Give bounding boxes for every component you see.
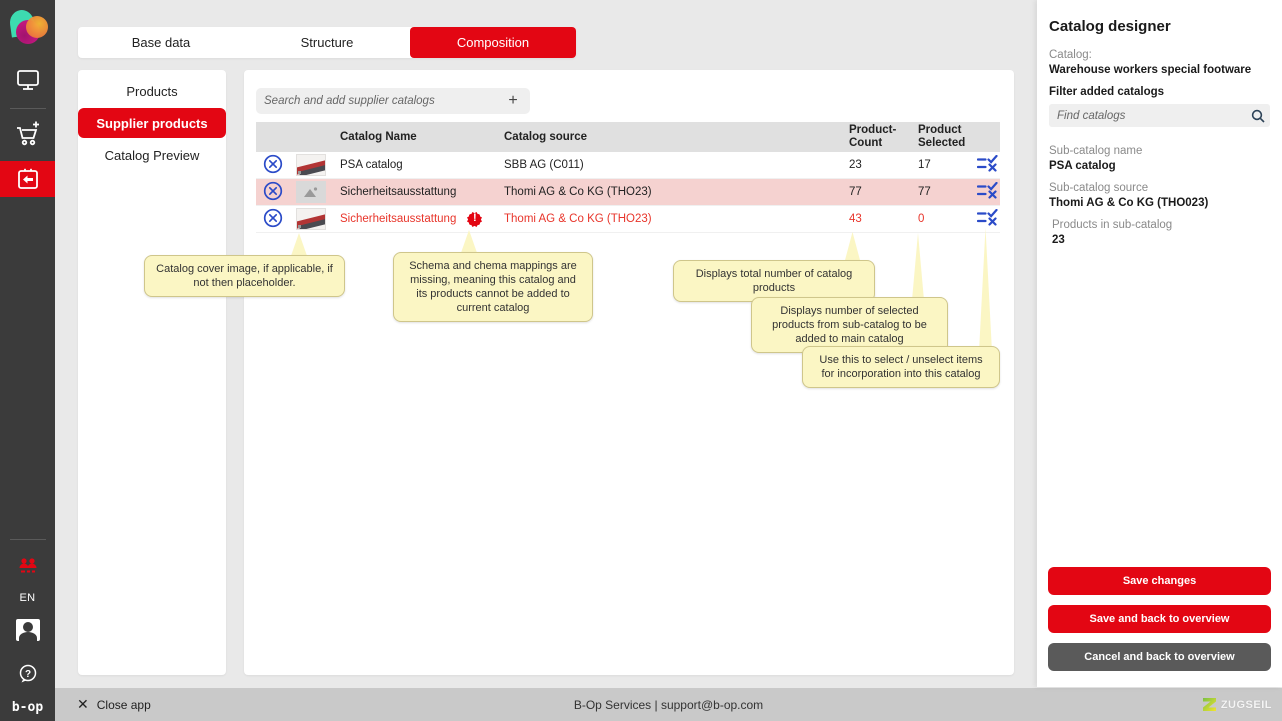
filter-catalogs-search [1049,104,1270,127]
table-row[interactable]: PSA catalog SBB AG (C011) 23 17 [256,152,1000,179]
status-bar: ✕ Close app B-Op Services | support@b-op… [55,688,1282,721]
subcatalog-name-value: PSA catalog [1049,160,1116,172]
catalog-cover-image [296,208,326,230]
nav-item-products[interactable]: Products [126,83,178,99]
col-header-name: Catalog Name [340,130,417,143]
catalog-name: Sicherheitsausstattung [340,186,457,198]
search-icon[interactable] [1246,109,1270,123]
nav-item-catalog-preview[interactable]: Catalog Preview [104,147,200,163]
supplier-catalog-search-input[interactable] [256,95,496,107]
tooltip-select-unselect: Use this to select / unselect items for … [802,346,1000,388]
remove-catalog-icon[interactable] [263,181,283,204]
bop-logo: b-op [11,700,44,715]
brand-logo-icon [7,8,48,48]
sidebar-divider-bottom [9,539,46,540]
svg-text:?: ? [24,669,30,680]
tab-structure[interactable]: Structure [300,35,354,50]
save-back-button[interactable]: Save and back to overview [1048,605,1271,633]
close-app-label: Close app [96,697,151,712]
products-in-subcatalog-value: 23 [1052,234,1065,246]
schema-missing-warning-icon: ! [466,211,483,228]
sidebar-divider [9,108,46,109]
supplier-catalog-table: Catalog Name Catalog source Product-Coun… [256,122,1000,233]
catalog-source: SBB AG (C011) [504,159,584,171]
product-count: 77 [849,186,862,198]
zugseil-logo-icon [1202,698,1216,711]
products-in-subcatalog-label: Products in sub-catalog [1052,219,1173,231]
add-catalog-button[interactable]: + [508,92,518,109]
product-count: 23 [849,159,862,171]
help-icon[interactable]: ? [0,656,55,692]
select-unselect-items-icon[interactable] [976,154,998,175]
tooltip-schema-missing: Schema and chema mappings are missing, m… [393,252,593,322]
filter-label: Filter added catalogs [1049,86,1165,98]
select-unselect-items-icon[interactable] [976,181,998,202]
profile-icon[interactable] [0,612,55,648]
tooltip-total-products: Displays total number of catalog product… [673,260,875,302]
nav-item-supplier-products[interactable]: Supplier products [78,108,226,138]
cart-add-icon[interactable] [0,117,55,153]
table-row[interactable]: Sicherheitsausstattung Thomi AG & Co KG … [256,179,1000,206]
save-changes-button[interactable]: Save changes [1048,567,1271,595]
remove-catalog-icon[interactable] [263,154,283,177]
catalog-name-value: Warehouse workers special footware [1049,64,1252,76]
tooltip-pointer [912,233,924,299]
product-selected: 77 [918,186,931,198]
catalog-cover-image [296,154,326,176]
language-selector[interactable]: EN [19,592,36,604]
catalog-placeholder-image [296,181,326,203]
users-icon[interactable] [0,548,55,584]
catalog-designer-panel: Catalog designer Catalog: Warehouse work… [1037,0,1282,687]
screens-icon[interactable] [0,62,55,98]
select-unselect-items-icon[interactable] [976,208,998,229]
close-app-button[interactable]: ✕ Close app [77,696,151,713]
subcatalog-source-value: Thomi AG & Co KG (THO023) [1049,197,1209,209]
panel-title: Catalog designer [1049,18,1171,35]
subcatalog-source-label: Sub-catalog source [1049,182,1149,194]
brand-text: ZUGSEIL [1220,698,1272,711]
section-nav: Products Supplier products Catalog Previ… [78,70,226,675]
catalog-name: PSA catalog [340,159,403,171]
zugseil-brand: ZUGSEIL [1202,697,1272,712]
tab-bar: Base data Structure Composition [78,27,576,58]
catalog-name: Sicherheitsausstattung [340,213,457,225]
tab-base-data[interactable]: Base data [131,35,191,50]
catalog-label: Catalog: [1049,49,1092,61]
catalog-source: Thomi AG & Co KG (THO23) [504,186,652,198]
support-text: B-Op Services | support@b-op.com [573,697,764,712]
cancel-back-button[interactable]: Cancel and back to overview [1048,643,1271,671]
table-header: Catalog Name Catalog source Product-Coun… [256,122,1000,152]
app-sidebar: EN ? b-op [0,0,55,721]
product-selected: 0 [918,213,925,225]
catalog-source: Thomi AG & Co KG (THO23) [504,213,652,225]
tab-composition[interactable]: Composition [410,27,576,58]
tooltip-selected-products: Displays number of selected products fro… [751,297,948,353]
product-count: 43 [849,213,862,225]
product-selected: 17 [918,159,931,171]
supplier-catalog-search: + [256,88,530,114]
close-icon: ✕ [77,696,89,712]
subcatalog-name-label: Sub-catalog name [1049,145,1143,157]
table-row[interactable]: Sicherheitsausstattung ! Thomi AG & Co K… [256,206,1000,233]
catalog-designer-icon[interactable] [0,161,55,197]
filter-catalogs-input[interactable] [1049,109,1246,122]
col-header-source: Catalog source [504,130,588,143]
tooltip-cover-image: Catalog cover image, if applicable, if n… [144,255,345,297]
col-header-count: Product-Count [849,124,897,149]
remove-catalog-icon[interactable] [263,208,283,231]
